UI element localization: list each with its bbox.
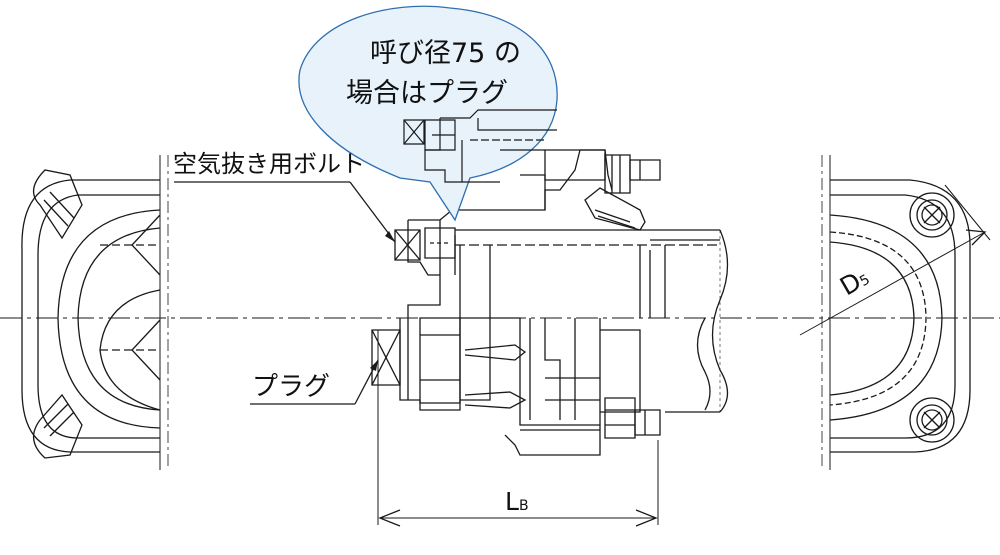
callout-bubble: [299, 6, 557, 220]
air-bleed-bolt: [395, 230, 420, 260]
left-lower-lug: [34, 395, 82, 458]
dimension-lb-label: LB: [505, 489, 529, 514]
plug: [372, 330, 400, 385]
air-bolt-label: 空気抜き用ボルト: [173, 150, 365, 178]
right-lower-nut: [910, 398, 954, 442]
dimension-d5-line: [800, 232, 985, 335]
upper-bolt: [520, 150, 660, 230]
lb-main: L: [505, 487, 519, 516]
lower-bolt: [605, 398, 660, 438]
joint-body: [372, 150, 728, 455]
dimension-lb: [378, 330, 658, 526]
callout-text-line1: 呼び径75 の: [370, 38, 521, 69]
left-flange-view: [22, 155, 168, 470]
lb-subscript: B: [518, 498, 529, 514]
callout-shape: [299, 6, 557, 220]
callout-text-line2: 場合はプラグ: [346, 78, 508, 109]
left-flange-outline: [22, 180, 160, 452]
right-flange-outline: [830, 180, 970, 452]
plug-label: プラグ: [252, 372, 331, 402]
left-upper-lug: [34, 170, 82, 238]
right-upper-nut: [910, 193, 954, 237]
right-flange-view: [800, 155, 990, 470]
